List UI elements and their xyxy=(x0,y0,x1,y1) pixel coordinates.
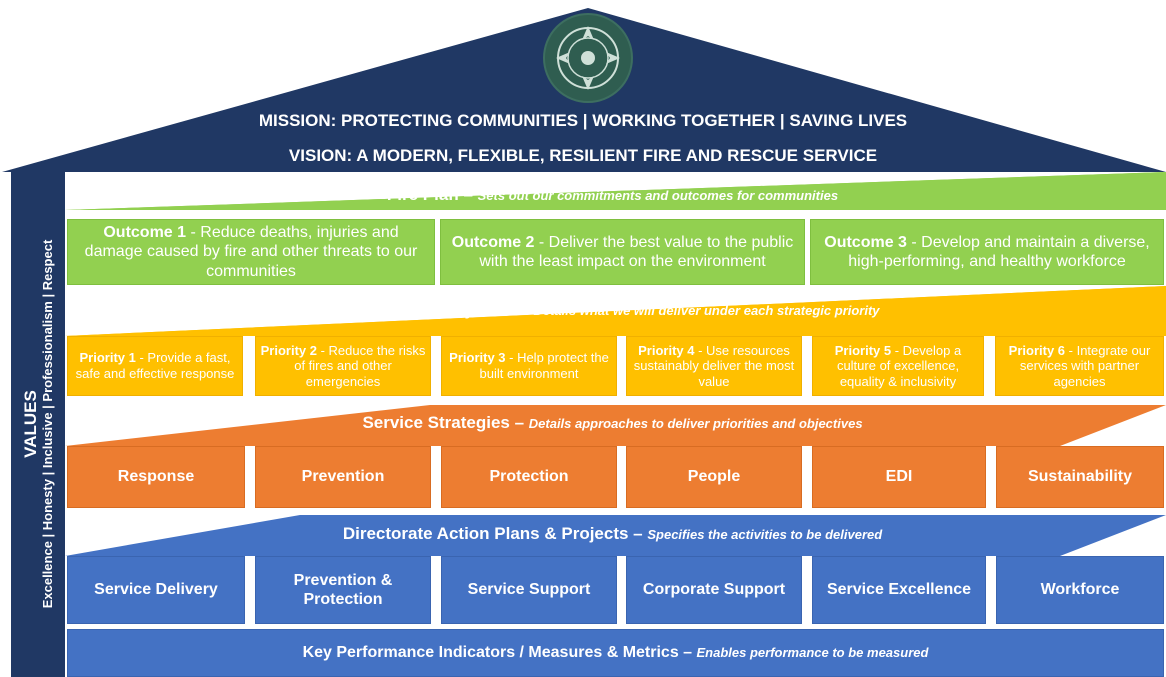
service-strategies-band xyxy=(65,405,1166,446)
priority-2-box: Priority 2 - Reduce the risks of fires a… xyxy=(255,336,431,396)
priority-1-box: Priority 1 - Provide a fast, safe and ef… xyxy=(67,336,243,396)
values-column: VALUES Excellence | Honesty | Inclusive … xyxy=(11,172,65,677)
directorate-prevention-protection-box: Prevention & Protection xyxy=(255,556,431,624)
strategy-people-box: People xyxy=(626,446,802,508)
strategy-sustainability-box: Sustainability xyxy=(996,446,1164,508)
fire-plan-title: Fire Plan – Sets out our commitments and… xyxy=(386,185,839,204)
outcome-3-box: Outcome 3 - Develop and maintain a diver… xyxy=(810,219,1164,285)
strategy-protection-box: Protection xyxy=(441,446,617,508)
values-title: VALUES xyxy=(20,390,40,458)
priority-5-box: Priority 5 - Develop a culture of excell… xyxy=(812,336,984,396)
directorate-service-delivery-box: Service Delivery xyxy=(67,556,245,624)
priority-4-box: Priority 4 - Use resources sustainably d… xyxy=(626,336,802,396)
directorate-service-excellence-box: Service Excellence xyxy=(812,556,986,624)
kpi-band: Key Performance Indicators / Measures & … xyxy=(67,629,1164,677)
directorate-workforce-box: Workforce xyxy=(996,556,1164,624)
directorate-corporate-support-box: Corporate Support xyxy=(626,556,802,624)
strategy-edi-box: EDI xyxy=(812,446,986,508)
directorate-title: Directorate Action Plans & Projects – Sp… xyxy=(342,524,883,543)
outcome-2-box: Outcome 2 - Deliver the best value to th… xyxy=(440,219,805,285)
directorate-service-support-box: Service Support xyxy=(441,556,617,624)
strategy-response-box: Response xyxy=(67,446,245,508)
outcome-1-box: Outcome 1 - Reduce deaths, injuries and … xyxy=(67,219,435,285)
directorate-band xyxy=(65,515,1166,556)
priority-3-box: Priority 3 - Help protect the built envi… xyxy=(441,336,617,396)
strategy-prevention-box: Prevention xyxy=(255,446,431,508)
vision-statement: VISION: A MODERN, FLEXIBLE, RESILIENT FI… xyxy=(288,146,878,165)
mission-statement: MISSION: PROTECTING COMMUNITIES | WORKIN… xyxy=(258,111,908,130)
annual-plan-title: Annual Delivery Plan – Details what we w… xyxy=(345,300,880,319)
values-list: Excellence | Honesty | Inclusive | Profe… xyxy=(39,239,55,609)
priority-6-box: Priority 6 - Integrate our services with… xyxy=(995,336,1164,396)
service-strategies-title: Service Strategies – Details approaches … xyxy=(362,413,863,432)
